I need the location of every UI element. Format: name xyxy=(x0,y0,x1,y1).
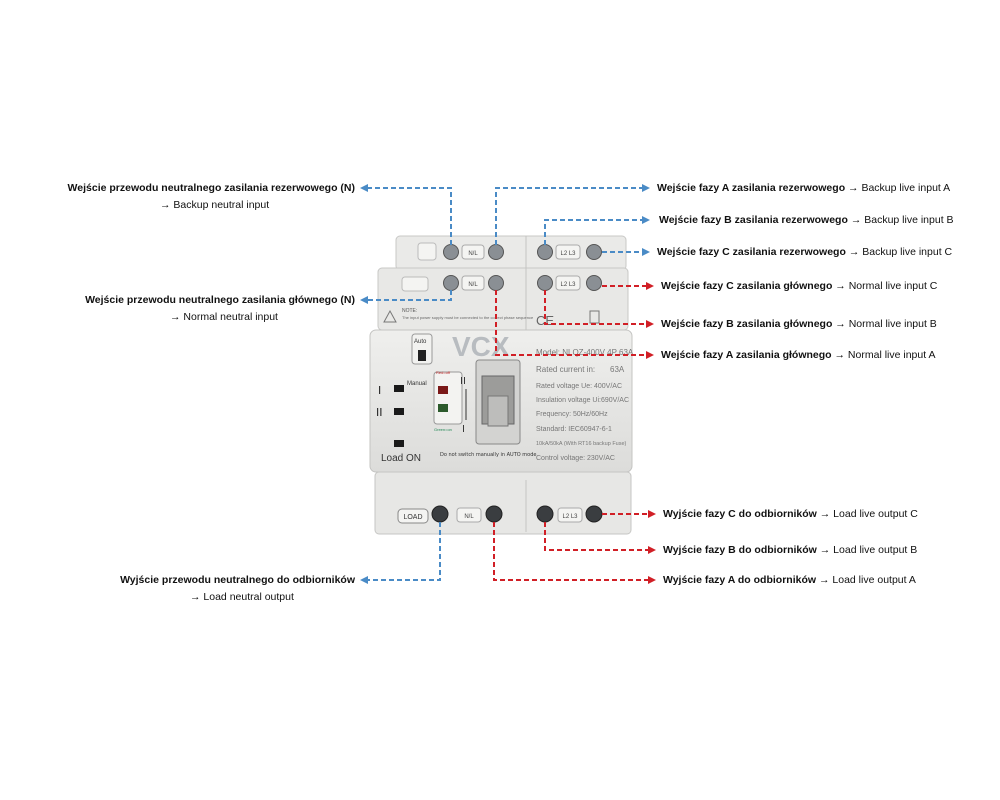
normal-neutral-screw xyxy=(443,275,459,291)
label-normal-c: Wejście fazy C zasilania głównego → Norm… xyxy=(661,280,937,293)
load-c-screw xyxy=(585,505,603,523)
label-normal-a: Wejście fazy A zasilania głównego → Norm… xyxy=(661,349,935,362)
connector-load-neutral xyxy=(360,522,441,584)
normal-b-screw xyxy=(586,275,602,291)
load-b-screw xyxy=(536,505,554,523)
label-backup-a-pl: Wejście fazy A zasilania rezerwowego xyxy=(657,182,846,194)
label-load-neutral-pl: Wyjście przewodu neutralnego do odbiorni… xyxy=(120,574,355,586)
label-load-b-en: → Load live output B xyxy=(819,544,918,556)
label-normal-b-en: → Normal live input B xyxy=(835,318,937,330)
pos-1-label: I xyxy=(462,424,465,435)
connector-normal-b xyxy=(544,290,654,328)
standard-text: Standard: IEC60947-6-1 xyxy=(536,426,612,433)
label-load-neutral-en: → Load neutral output xyxy=(190,591,294,603)
label-load-c: Wyjście fazy C do odbiorników → Load liv… xyxy=(663,508,918,521)
label-load-b-pl: Wyjście fazy B do odbiorników xyxy=(663,544,817,556)
manual-label: Manual xyxy=(407,381,427,387)
label-load-c-en: → Load live output C xyxy=(819,508,918,520)
label-normal-c-en: → Normal live input C xyxy=(835,280,938,292)
label-backup-b-en: → Backup live input B xyxy=(850,214,954,226)
rating-plate: Model: NLQZ-400V 4P 63A Rated current in… xyxy=(536,348,634,462)
label-normal-a-en: → Normal live input A xyxy=(834,349,936,361)
load-nl-text: N/L xyxy=(464,514,474,520)
label-load-a-pl: Wyjście fazy A do odbiorników xyxy=(663,574,817,586)
backup-c-screw xyxy=(586,244,602,260)
backup-b-screw xyxy=(537,244,553,260)
connector-normal-a xyxy=(495,290,654,359)
label-normal-neutral-pl: Wejście przewodu neutralnego zasilania g… xyxy=(85,294,355,306)
label-load-b: Wyjście fazy B do odbiorników → Load liv… xyxy=(663,544,917,557)
auto-manual-switch[interactable] xyxy=(418,350,426,361)
connector-load-b xyxy=(544,522,656,554)
label-load-a-en: → Load live output A xyxy=(818,574,916,586)
load-tag-text: LOAD xyxy=(403,514,422,521)
label-backup-a-en: → Backup live input A xyxy=(848,182,951,194)
green-on-label: Green=on xyxy=(434,427,452,432)
insulation-voltage-text: Insulation voltage Ui:690V/AC xyxy=(536,397,629,404)
label-normal-neutral-en: → Normal neutral input xyxy=(170,311,278,323)
connector-normal-neutral xyxy=(360,290,452,304)
load-neutral-screw xyxy=(431,505,449,523)
brand-logo: VCX xyxy=(452,331,510,362)
rated-voltage-text: Rated voltage Ue: 400V/AC xyxy=(536,383,622,390)
label-backup-b-pl: Wejście fazy B zasilania rezerwowego xyxy=(659,214,848,226)
normal-a-screw xyxy=(488,275,504,291)
connector-backup-b xyxy=(544,216,650,245)
label-backup-c-pl: Wejście fazy C zasilania rezerwowego xyxy=(657,246,846,258)
control-voltage-text: Control voltage: 230V/AC xyxy=(536,455,615,462)
red-off-label: Red=off xyxy=(436,370,451,375)
connector-backup-neutral xyxy=(360,184,452,245)
source-1-mark: I xyxy=(378,384,381,397)
backup-neutral-screw xyxy=(443,244,459,260)
note-title: NOTE: xyxy=(402,308,417,314)
label-load-c-pl: Wyjście fazy C do odbiorników xyxy=(663,508,817,520)
backup-l2l3-text: L2 L3 xyxy=(560,251,576,257)
label-normal-a-pl: Wejście fazy A zasilania głównego xyxy=(661,349,832,361)
label-backup-a: Wejście fazy A zasilania rezerwowego → B… xyxy=(657,182,950,195)
connector-load-a xyxy=(493,522,656,584)
source-2-mark: II xyxy=(376,406,383,419)
normal-l2l3-text: L2 L3 xyxy=(560,282,576,288)
label-backup-b: Wejście fazy B zasilania rezerwowego → B… xyxy=(659,214,954,227)
ce-mark: CE xyxy=(536,313,554,328)
normal-nl-text: N/L xyxy=(468,282,478,288)
source-2-led xyxy=(394,408,404,415)
connector-backup-a xyxy=(495,184,650,245)
load-on-label: Load ON xyxy=(381,453,421,464)
breaking-capacity-text: 10kA/50kA (With RT16 backup Fuse) xyxy=(536,441,627,447)
label-load-neutral: Wyjście przewodu neutralnego do odbiorni… xyxy=(120,574,355,587)
load-terminal-strip xyxy=(374,471,632,535)
label-backup-c-en: → Backup live input C xyxy=(848,246,953,258)
label-normal-b-pl: Wejście fazy B zasilania głównego xyxy=(661,318,833,330)
model-text: Model: NLQZ-400V 4P 63A xyxy=(536,348,634,357)
warning-triangle-icon xyxy=(383,309,397,323)
label-normal-c-pl: Wejście fazy C zasilania głównego xyxy=(661,280,833,292)
load-on-led xyxy=(394,440,404,447)
status-window xyxy=(433,371,463,425)
label-load-a: Wyjście fazy A do odbiorników → Load liv… xyxy=(663,574,916,587)
backup-nl-text: N/L xyxy=(468,251,478,257)
auto-label: Auto xyxy=(414,339,427,345)
label-normal-neutral: Wejście przewodu neutralnego zasilania g… xyxy=(85,294,355,307)
rated-current-value: 63A xyxy=(610,365,625,374)
label-backup-neutral-en: → Backup neutral input xyxy=(160,199,270,211)
pos-2-label: II xyxy=(460,376,466,387)
normal-c-screw xyxy=(537,275,553,291)
label-backup-c: Wejście fazy C zasilania rezerwowego → B… xyxy=(657,246,952,259)
note-text: The input power supply must be connected… xyxy=(402,315,534,320)
rated-current-label: Rated current in: xyxy=(536,365,595,374)
frequency-text: Frequency: 50Hz/60Hz xyxy=(536,411,608,418)
load-a-screw xyxy=(485,505,503,523)
label-backup-neutral-pl: Wejście przewodu neutralnego zasilania r… xyxy=(67,182,355,194)
label-backup-neutral: Wejście przewodu neutralnego zasilania r… xyxy=(68,182,355,195)
warning-text: Do not switch manually in AUTO mode xyxy=(440,452,536,458)
transfer-switch-device: N/L L2 L3 N/L L2 L3 NOTE: The input powe… xyxy=(369,235,634,535)
source-1-led xyxy=(394,385,404,392)
backup-a-screw xyxy=(488,244,504,260)
label-normal-b: Wejście fazy B zasilania głównego → Norm… xyxy=(661,318,937,331)
load-l2l3-text: L2 L3 xyxy=(562,514,578,520)
